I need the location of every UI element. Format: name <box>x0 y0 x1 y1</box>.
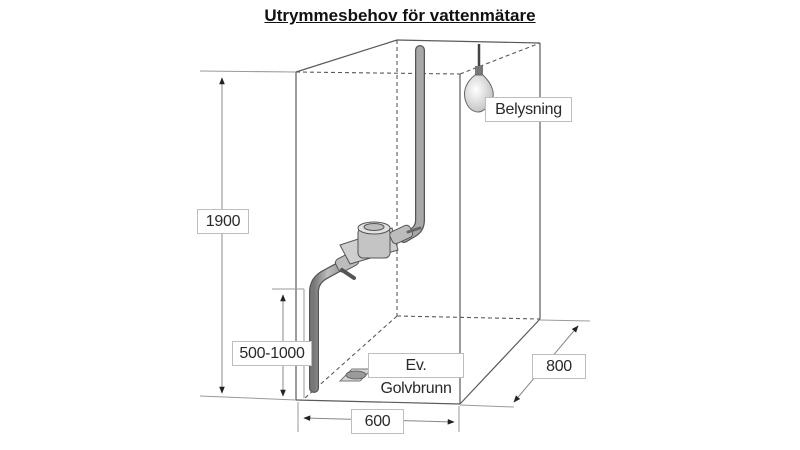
label-height-total: 1900 <box>197 209 249 234</box>
diagram-title: Utrymmesbehov för vattenmätare <box>264 6 536 25</box>
label-lighting: Belysning <box>485 97 572 122</box>
label-depth: 800 <box>532 354 586 379</box>
water-meter-icon <box>334 221 422 280</box>
label-width: 600 <box>351 409 404 434</box>
label-meter-height: 500-1000 <box>232 341 312 366</box>
water-pipe <box>309 45 425 393</box>
dimension-height-total <box>199 70 297 401</box>
cabinet-hidden-edges <box>295 40 541 399</box>
label-floor-drain: Ev. Golvbrunn <box>368 353 464 397</box>
